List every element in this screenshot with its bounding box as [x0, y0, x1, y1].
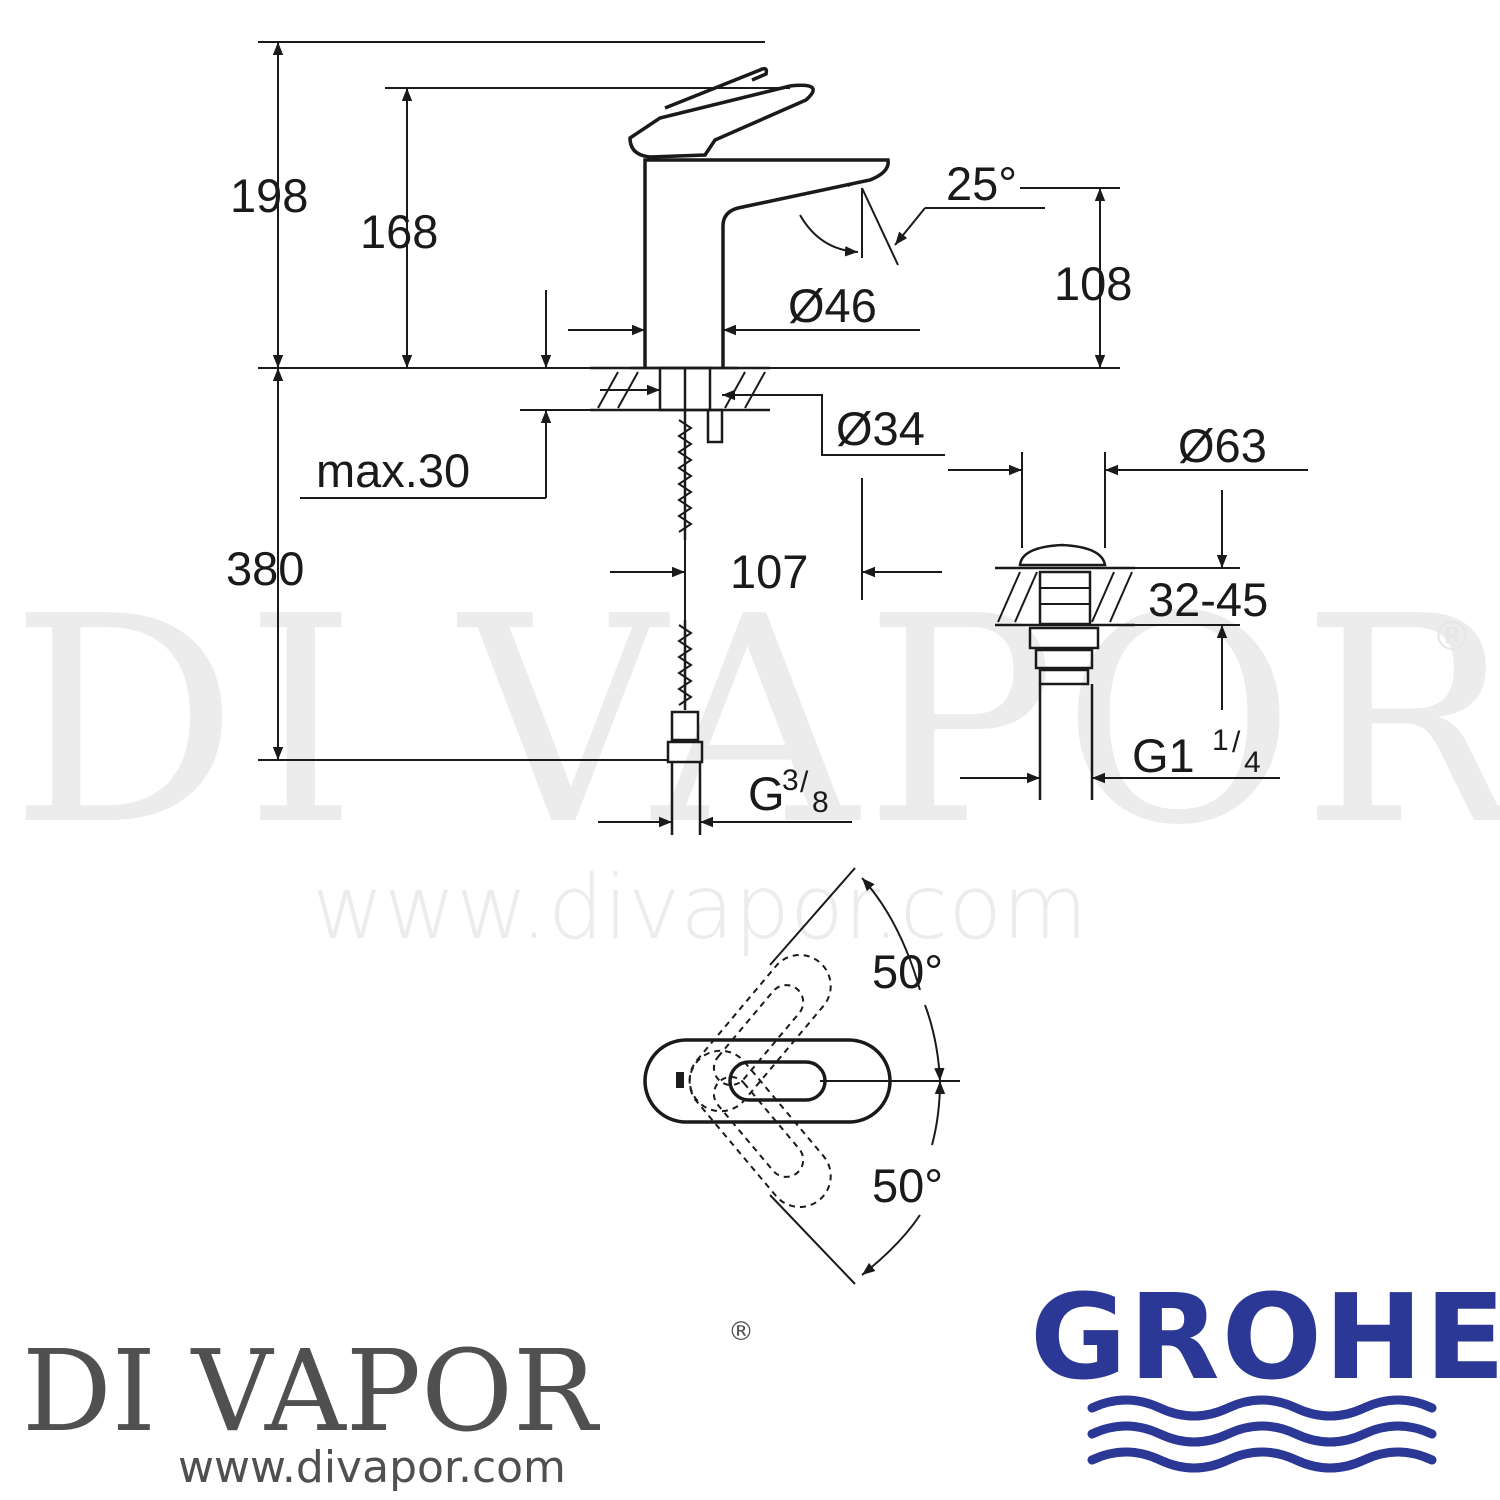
label-168: 168 [360, 205, 438, 258]
label-g38-num: 3 [782, 764, 799, 797]
label-34: Ø34 [836, 402, 925, 455]
label-380: 380 [226, 542, 304, 595]
label-g114-slash: / [1232, 726, 1241, 759]
label-32-45: 32-45 [1148, 573, 1268, 626]
grohe-logo: GROHE [1030, 1268, 1500, 1473]
label-63: Ø63 [1178, 419, 1267, 472]
leader-34 [780, 394, 945, 456]
plan-lever [728, 1060, 827, 1102]
grohe-logo-text: GROHE [1030, 1268, 1500, 1406]
dimension-lines [258, 41, 1120, 828]
label-107: 107 [730, 545, 808, 598]
hose-connector [706, 408, 724, 444]
label-46: Ø46 [788, 279, 877, 332]
label-g114-num: 1 [1212, 724, 1229, 757]
label-max30: max.30 [316, 444, 470, 497]
watermark: DI VAPOR ® www.divapor.com [10, 556, 1500, 959]
label-25deg: 25° [946, 157, 1017, 210]
footer-branding: DI VAPOR ® www.divapor.com [22, 1317, 754, 1493]
label-50deg-up: 50° [872, 945, 943, 998]
footer-url: www.divapor.com [178, 1442, 566, 1493]
plan-lever-down-inner [712, 1076, 805, 1178]
angle-arrow-right [894, 207, 926, 246]
waste-lock [1038, 668, 1090, 686]
plan-indicator [676, 1072, 684, 1088]
hose-fitting [670, 710, 700, 742]
grohe-waves-icon [1087, 1395, 1437, 1473]
plan-lever-up-inner [712, 984, 805, 1086]
footer-brand: DI VAPOR [22, 1327, 601, 1457]
label-50deg-down: 50° [872, 1159, 943, 1212]
label-g38-slash: / [800, 766, 809, 799]
tap-lever [628, 83, 815, 159]
label-g114-den: 4 [1244, 746, 1261, 779]
waste-nut [1028, 626, 1100, 650]
thread-zigzag [677, 419, 693, 533]
angle-arc-down-2 [861, 1214, 921, 1276]
hose-nut [666, 740, 704, 764]
waste-cap [1018, 543, 1107, 567]
spout-outlet [847, 181, 859, 187]
waste-side-view [948, 452, 1308, 800]
label-108: 108 [1054, 257, 1132, 310]
tap-body [643, 158, 890, 368]
angle-arc-down-1 [931, 1080, 946, 1146]
watermark-brand: DI VAPOR [10, 556, 1500, 888]
hose-lower [677, 624, 693, 706]
footer-registered: ® [728, 1317, 754, 1347]
angle-leg-1 [861, 187, 899, 266]
label-198: 198 [230, 169, 308, 222]
angle-arc-up-2 [924, 1004, 945, 1082]
tap-plan-view [643, 867, 960, 1285]
lever-cap [664, 66, 769, 110]
label-g38-main: G [748, 767, 785, 820]
waste-body [1038, 570, 1092, 626]
waste-hatch [997, 571, 1133, 623]
label-g38-den: 8 [812, 786, 829, 819]
waste-washer [1034, 648, 1094, 670]
angle-line-down [769, 1194, 856, 1285]
angle-arc-up-1 [861, 877, 921, 991]
label-g114-main: G1 [1132, 729, 1195, 782]
angle-arc-left [799, 214, 859, 257]
watermark-url: www.divapor.com [312, 856, 1088, 959]
watermark-registered: ® [1432, 614, 1472, 660]
dimension-labels: 198 168 25° 108 Ø46 Ø34 max.30 380 107 Ø… [226, 157, 1268, 1212]
angle-line-up [769, 867, 856, 966]
